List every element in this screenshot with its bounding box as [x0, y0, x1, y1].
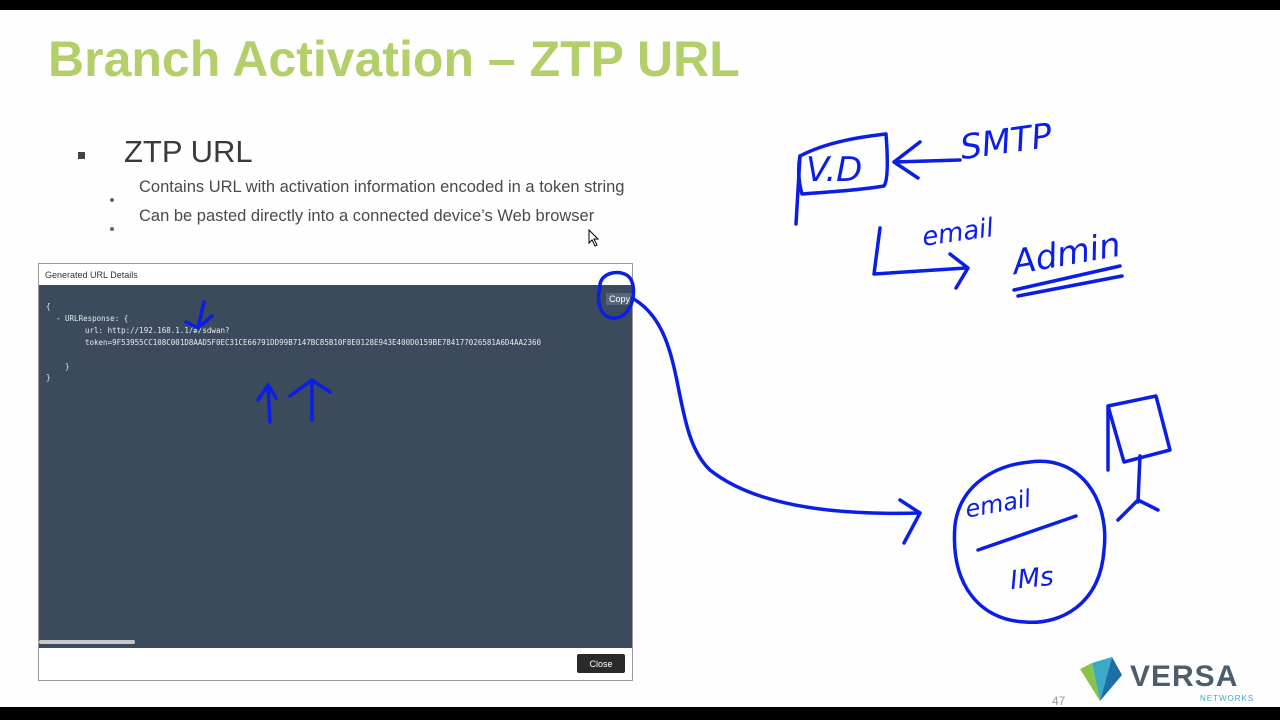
bullet-dot-icon [110, 198, 114, 202]
ink-person [1116, 454, 1160, 522]
bullet-square-icon [78, 152, 85, 159]
ink-arrowhead [898, 498, 922, 545]
json-viewer: { - URLResponse: { url: http://192.168.1… [39, 285, 632, 648]
slide: Branch Activation – ZTP URL ZTP URL Cont… [0, 10, 1280, 707]
ink-email-circle [952, 459, 1107, 625]
slide-title: Branch Activation – ZTP URL [48, 31, 740, 87]
bullet-dot-icon [110, 227, 114, 231]
ink-arrow-curve [630, 296, 922, 516]
versa-logo-text: VERSA [1130, 660, 1239, 693]
ink-email-label: email [920, 213, 996, 253]
json-line-url: url: http://192.168.1.1/#/sdwan? [85, 326, 230, 335]
ink-circle-email-label: email [963, 484, 1034, 524]
bullet-heading: ZTP URL [124, 134, 253, 169]
json-line: { [46, 302, 51, 311]
page-number: 47 [1052, 694, 1066, 707]
ink-smtp-label: SMTP [957, 115, 1055, 169]
versa-logo-icon [1080, 657, 1122, 701]
copy-button[interactable]: Copy [606, 293, 632, 305]
ink-laptop [1106, 394, 1172, 472]
ink-ims-label: IMs [1008, 561, 1056, 597]
json-line: } [65, 362, 70, 371]
ink-vd-left [794, 154, 802, 226]
horizontal-scrollbar[interactable] [39, 640, 135, 644]
versa-logo-subtext: NETWORKS [1200, 694, 1255, 703]
dialog-title: Generated URL Details [45, 270, 138, 280]
json-line[interactable]: - URLResponse: { [56, 314, 129, 323]
ink-vd-label: V.D [806, 150, 863, 190]
generated-url-dialog: Generated URL Details { - URLResponse: {… [38, 263, 633, 681]
json-line: } [46, 373, 51, 382]
json-line-token: token=9F53955CC108C001D8AAD5F0EC31CE6679… [85, 338, 542, 347]
sub-bullet-2: Can be pasted directly into a connected … [139, 207, 595, 225]
sub-bullet-1: Contains URL with activation information… [139, 178, 625, 196]
close-button[interactable]: Close [577, 654, 625, 673]
ink-circle-divider [976, 514, 1078, 552]
ink-smtp-arrow [892, 140, 962, 180]
ink-admin-label: Admin [1009, 224, 1124, 284]
mouse-cursor-icon [588, 229, 600, 247]
